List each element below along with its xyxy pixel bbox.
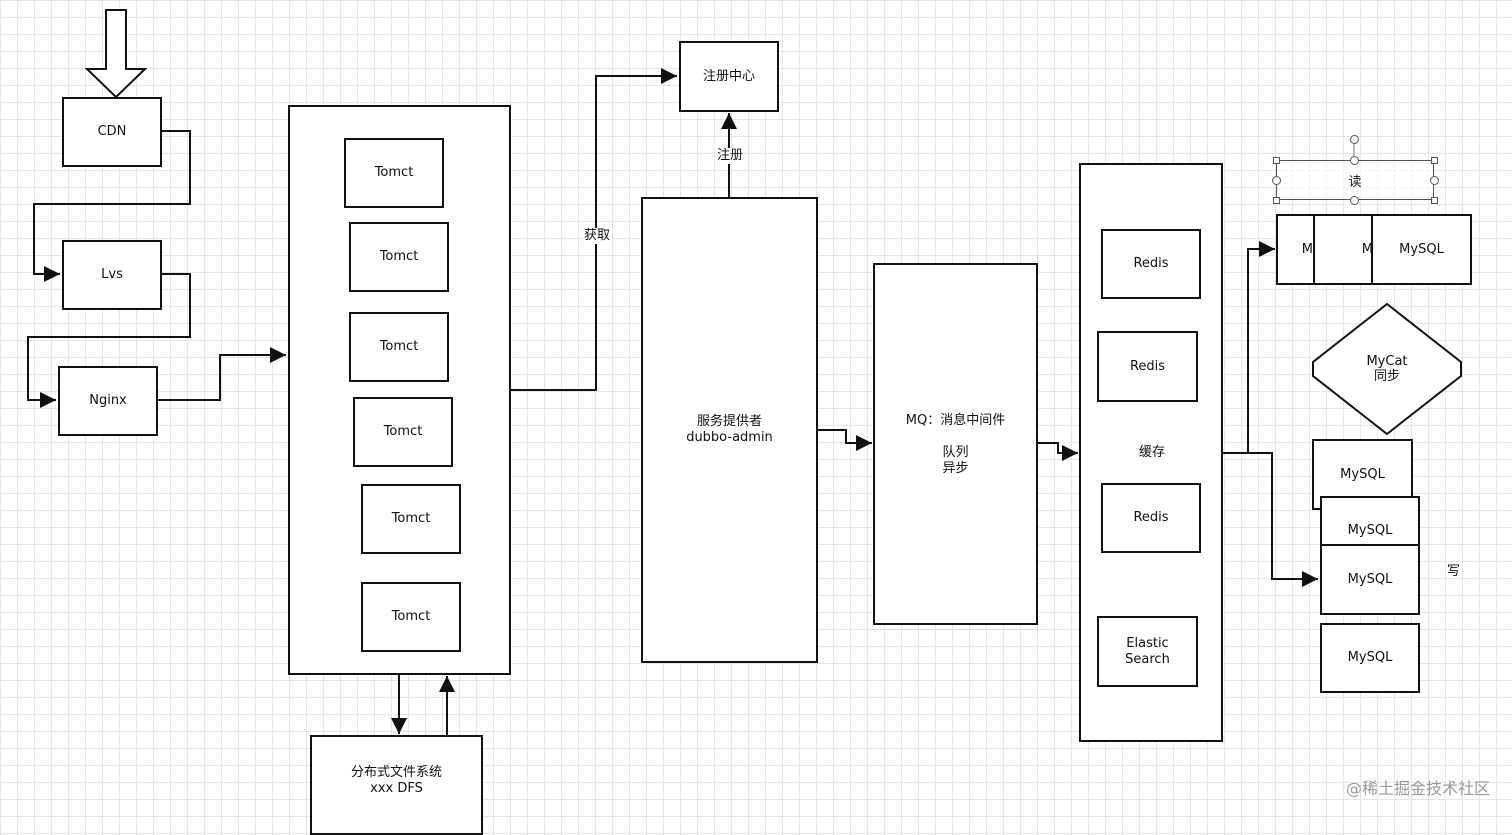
tomcat-node[interactable]: Tomct: [349, 312, 449, 382]
redis-node[interactable]: Redis: [1097, 331, 1198, 402]
resize-handle[interactable]: [1430, 176, 1439, 185]
mysql-write-node[interactable]: MySQL: [1320, 496, 1420, 546]
mycat-label: MyCat 同步: [1362, 354, 1412, 384]
dfs-label-line1: 分布式文件系统: [350, 765, 442, 780]
cache-label: 缓存: [1138, 445, 1167, 461]
tomcat-node[interactable]: Tomct: [361, 582, 461, 652]
edge-label-write: 写: [1447, 564, 1461, 579]
mysql-write-label: MySQL: [1340, 466, 1385, 482]
edge-cdn-lvs: [33, 130, 191, 282]
edge-mq-cache: [1037, 442, 1078, 461]
redis-label: Redis: [1129, 358, 1166, 374]
registry-label: 注册中心: [702, 68, 755, 84]
nginx-label: Nginx: [89, 393, 127, 408]
edge-cache-write: [1222, 452, 1318, 587]
tomcat-label: Tomct: [374, 165, 414, 180]
tomcat-label: Tomct: [379, 249, 419, 264]
cdn-label: CDN: [97, 124, 127, 139]
elastic-label-line2: Search: [1125, 651, 1170, 667]
mysql-write-label: MySQL: [1347, 523, 1393, 538]
dfs-label-line2: xxx DFS: [370, 781, 423, 796]
mysql-write-node[interactable]: MySQL: [1320, 623, 1420, 693]
mycat-diamond: [1312, 302, 1462, 436]
edge-provider-mq: [817, 429, 872, 451]
mysql-read-label-short: M: [1301, 241, 1313, 257]
redis-node[interactable]: Redis: [1101, 483, 1201, 553]
rotate-handle[interactable]: [1350, 135, 1359, 144]
resize-handle[interactable]: [1273, 197, 1280, 204]
read-label-box[interactable]: 读: [1276, 160, 1434, 200]
registry-node[interactable]: 注册中心: [679, 41, 779, 112]
redis-node[interactable]: Redis: [1101, 229, 1201, 299]
mq-label-line2: 队列: [942, 445, 969, 460]
cdn-node[interactable]: CDN: [62, 97, 162, 167]
nginx-node[interactable]: Nginx: [58, 366, 158, 436]
mq-label-line1: MQ：消息中间件: [905, 413, 1006, 428]
mysql-write-node[interactable]: MySQL: [1320, 544, 1420, 615]
redis-label: Redis: [1133, 510, 1169, 525]
mq-node[interactable]: MQ：消息中间件 队列 异步: [873, 263, 1038, 625]
mysql-read-label-short: M: [1361, 241, 1373, 257]
edge-cache-read: [1222, 241, 1275, 454]
edge-lvs-nginx: [27, 273, 191, 408]
tomcat-label: Tomct: [383, 424, 423, 439]
mysql-write-label: MySQL: [1347, 650, 1393, 665]
mysql-read-node[interactable]: M: [1313, 214, 1377, 285]
mycat-label-line1: MyCat: [1366, 354, 1408, 369]
mysql-read-label: MySQL: [1399, 241, 1444, 257]
resize-handle[interactable]: [1350, 156, 1359, 165]
provider-label-line1: 服务提供者: [696, 414, 762, 429]
elastic-label-line1: Elastic: [1126, 635, 1169, 651]
edge-nginx-cluster: [157, 347, 286, 401]
resize-handle[interactable]: [1431, 157, 1438, 164]
mysql-read-node[interactable]: M: [1276, 214, 1317, 285]
tomcat-node[interactable]: Tomct: [361, 484, 461, 554]
tomcat-node[interactable]: Tomct: [349, 222, 449, 292]
provider-label-line2: dubbo-admin: [686, 430, 773, 445]
edge-label-register: 注册: [716, 148, 745, 164]
elasticsearch-node[interactable]: Elastic Search: [1097, 616, 1198, 687]
provider-node[interactable]: 服务提供者 dubbo-admin: [641, 197, 818, 663]
tomcat-node[interactable]: Tomct: [344, 138, 444, 208]
watermark: @稀土掘金技术社区: [1345, 779, 1490, 798]
tomcat-label: Tomct: [379, 339, 419, 354]
mysql-read-node[interactable]: MySQL: [1371, 214, 1472, 285]
mq-label-line3: 异步: [942, 461, 969, 476]
edge-label-fetch: 获取: [583, 228, 612, 244]
mysql-write-label: MySQL: [1347, 571, 1393, 587]
redis-label: Redis: [1133, 256, 1169, 271]
edge-label-read: 读: [1348, 174, 1362, 190]
lvs-label: Lvs: [101, 267, 123, 282]
dfs-node[interactable]: 分布式文件系统 xxx DFS: [310, 735, 483, 835]
tomcat-label: Tomct: [391, 609, 431, 624]
resize-handle[interactable]: [1350, 196, 1359, 205]
resize-handle[interactable]: [1431, 197, 1438, 204]
resize-handle[interactable]: [1272, 176, 1281, 185]
mycat-label-line2: 同步: [1373, 369, 1400, 384]
tomcat-node[interactable]: Tomct: [353, 397, 453, 467]
input-arrow: [84, 9, 148, 99]
tomcat-label: Tomct: [391, 511, 431, 526]
lvs-node[interactable]: Lvs: [62, 240, 162, 310]
resize-handle[interactable]: [1273, 157, 1280, 164]
